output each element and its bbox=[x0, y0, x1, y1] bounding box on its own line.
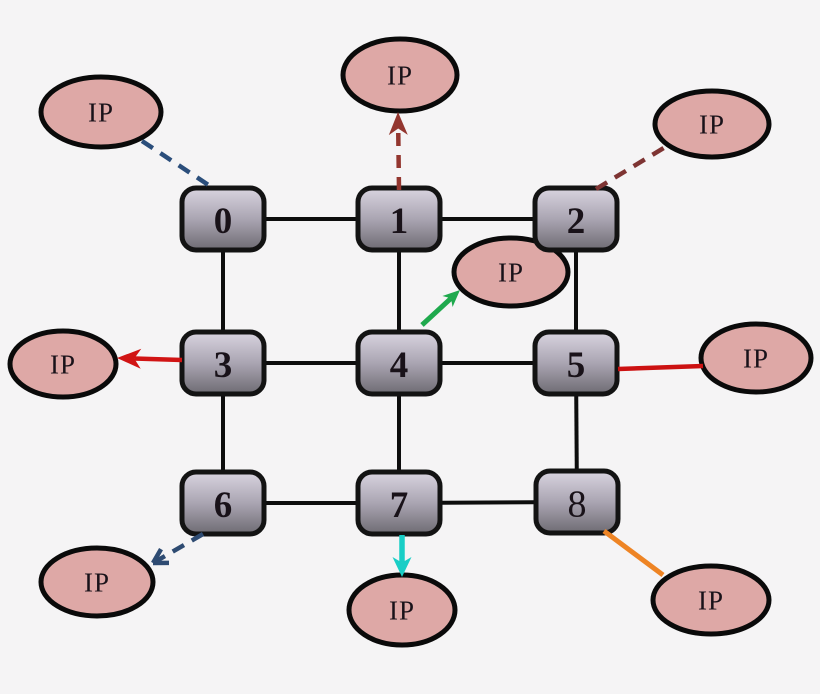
link-router8-ip8-line bbox=[602, 528, 665, 578]
link-router3-ip3 bbox=[117, 348, 183, 369]
router-node-7: 7 bbox=[355, 469, 443, 537]
router-node-shape bbox=[532, 329, 620, 397]
link-router2-ip2 bbox=[594, 144, 669, 191]
link-router3-ip3-line bbox=[134, 356, 183, 363]
ip-block-ip6: IP bbox=[38, 545, 156, 619]
router-node-shape bbox=[179, 329, 267, 397]
ip-block-ip8: IP bbox=[650, 563, 772, 637]
link-router6-ip6 bbox=[151, 532, 205, 566]
router-node-3: 3 bbox=[179, 329, 267, 397]
link-router7-ip7-arrowhead bbox=[392, 557, 412, 577]
ip-block-label: IP bbox=[743, 343, 769, 373]
link-router7-ip7 bbox=[392, 535, 412, 577]
router-node-6: 6 bbox=[179, 469, 267, 537]
router-node-label: 8 bbox=[568, 483, 587, 525]
router-node-label: 7 bbox=[390, 485, 409, 526]
router-node-8: 8 bbox=[533, 468, 621, 536]
ip-block-label: IP bbox=[50, 349, 76, 379]
link-router6-ip6-arrowhead-stroke-1 bbox=[151, 548, 163, 565]
router-node-shape bbox=[533, 468, 621, 536]
link-router5-ip5-line bbox=[617, 363, 704, 372]
router-node-5: 5 bbox=[532, 329, 620, 397]
link-router4-ip4 bbox=[420, 290, 460, 327]
ip-block-label: IP bbox=[498, 257, 524, 287]
ip-block-shape bbox=[652, 88, 772, 160]
ip-block-ip4: IP bbox=[451, 235, 571, 309]
link-router4-ip4-line bbox=[420, 296, 453, 327]
link-router2-ip2-line bbox=[594, 144, 669, 191]
ip-block-label: IP bbox=[698, 585, 724, 615]
router-node-shape bbox=[179, 469, 267, 537]
link-router5-ip5 bbox=[617, 363, 704, 372]
router-node-4: 4 bbox=[355, 329, 443, 397]
ip-block-shape bbox=[340, 36, 460, 114]
router-node-0: 0 bbox=[179, 185, 267, 253]
ip-block-shape bbox=[698, 321, 814, 395]
ip-blocks: IP IP IP IP IP IP IP IP IP bbox=[7, 36, 814, 648]
link-router4-ip4-arrowhead bbox=[442, 290, 460, 308]
link-router1-ip1-line bbox=[395, 128, 402, 191]
ip-block-ip7: IP bbox=[346, 572, 458, 648]
link-router1-ip1 bbox=[388, 112, 408, 191]
router-node-label: 4 bbox=[390, 345, 409, 386]
router-node-label: 2 bbox=[567, 201, 586, 242]
ip-block-label: IP bbox=[699, 109, 725, 139]
ip-block-label: IP bbox=[389, 595, 415, 625]
ip-block-shape bbox=[38, 545, 156, 619]
router-node-shape bbox=[532, 185, 620, 253]
ip-block-label: IP bbox=[88, 97, 114, 127]
router-node-label: 5 bbox=[567, 345, 586, 386]
ip-block-ip0: IP bbox=[38, 74, 164, 150]
ip-block-shape bbox=[650, 563, 772, 637]
link-router6-ip6-line bbox=[154, 532, 205, 564]
ip-block-shape bbox=[38, 74, 164, 150]
router-node-shape bbox=[355, 329, 443, 397]
router-node-label: 0 bbox=[214, 201, 233, 242]
ip-block-ip2: IP bbox=[652, 88, 772, 160]
router-node-label: 1 bbox=[390, 201, 409, 242]
router-nodes: 0 1 2 3 4 5 6 7 8 bbox=[179, 185, 621, 537]
ip-block-label: IP bbox=[84, 567, 110, 597]
ip-block-shape bbox=[451, 235, 571, 309]
ip-block-ip1: IP bbox=[340, 36, 460, 114]
router-node-2: 2 bbox=[532, 185, 620, 253]
router-node-label: 6 bbox=[214, 485, 233, 526]
ip-block-ip5: IP bbox=[698, 321, 814, 395]
link-ip0-router0 bbox=[140, 139, 215, 190]
ip-links bbox=[117, 112, 704, 578]
link-router3-ip3-arrowhead bbox=[117, 348, 142, 369]
router-node-1: 1 bbox=[355, 185, 443, 253]
ip-block-shape bbox=[7, 328, 119, 400]
ip-block-ip3: IP bbox=[7, 328, 119, 400]
router-node-shape bbox=[179, 185, 267, 253]
router-node-label: 3 bbox=[214, 345, 233, 386]
link-router8-ip8 bbox=[602, 528, 665, 578]
router-node-shape bbox=[355, 469, 443, 537]
link-router1-ip1-arrowhead bbox=[388, 112, 408, 136]
link-ip0-router0-line bbox=[140, 139, 215, 190]
ip-block-label: IP bbox=[387, 60, 413, 90]
